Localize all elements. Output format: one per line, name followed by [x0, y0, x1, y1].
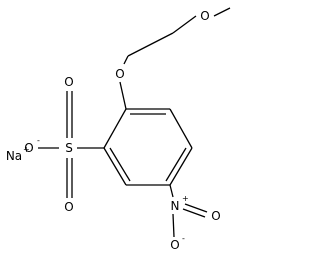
bond-o-ring: [119, 81, 127, 110]
bond-n-o-bottom: [172, 213, 175, 238]
atom-o-nitro-right: O: [211, 209, 220, 223]
ring-bond-3-inner: [165, 147, 187, 182]
charge-sodium: +: [23, 145, 30, 154]
charge-o-sulfonate: -: [37, 136, 40, 145]
atom-o-sulfonyl-bottom: O: [64, 200, 73, 214]
bond-n-o-right-b: [182, 208, 206, 218]
atom-o-ether: O: [115, 67, 124, 81]
atom-s: S: [65, 141, 73, 155]
ring-bond-5-inner: [109, 147, 131, 182]
ring-bond-5: [103, 147, 127, 186]
atom-n-nitro: N: [171, 199, 180, 213]
bond-methyl-o: [213, 7, 231, 17]
atom-o-sulfonate: O: [24, 141, 33, 155]
bond-n-o-right-a: [184, 203, 208, 213]
bond-o-ch2: [172, 15, 197, 34]
molecule-structure: O O S O O - O N + O O - Na +: [6, 7, 231, 252]
bond-ch2-o: [123, 55, 129, 65]
bond-ch2-ch2: [127, 32, 174, 57]
ring-bond-2: [169, 108, 193, 149]
atom-o-nitro-bottom: O: [170, 238, 179, 252]
bond-ring-n: [169, 184, 174, 198]
atom-o-sulfonyl-top: O: [64, 75, 73, 89]
atom-o-methoxy: O: [200, 9, 209, 23]
ring-bond-3: [169, 147, 193, 186]
ring-bond-6: [103, 108, 127, 149]
atom-sodium: Na: [6, 149, 22, 163]
charge-o-nitro-bottom: -: [182, 234, 185, 243]
charge-n-nitro: +: [182, 194, 189, 203]
